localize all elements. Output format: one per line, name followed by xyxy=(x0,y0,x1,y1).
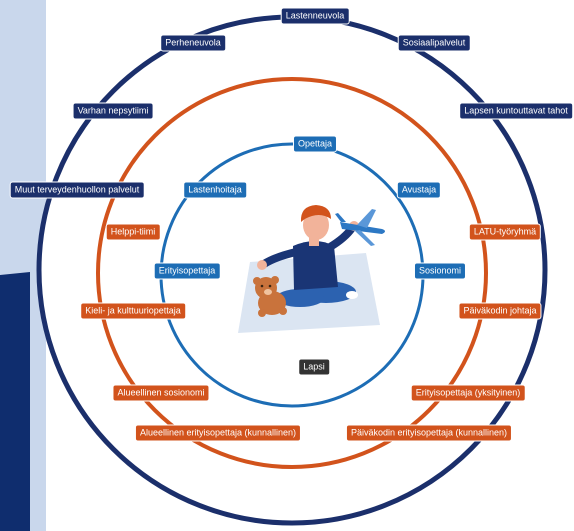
left-block xyxy=(0,272,30,531)
label-kieli-ja-kulttuuriopettaja: Kieli- ja kulttuuriopettaja xyxy=(80,302,186,320)
airplane-wing-top xyxy=(357,209,376,228)
label-erityisopettaja-yksityinen: Erityisopettaja (yksityinen) xyxy=(410,384,526,402)
airplane-tail xyxy=(335,213,346,222)
label-paivakodin-erityisopettaja-kunnallinen: Päiväkodin erityisopettaja (kunnallinen) xyxy=(345,424,513,442)
label-sosionomi: Sosionomi xyxy=(413,262,467,280)
teddy-eye-left xyxy=(260,284,264,288)
child-body xyxy=(293,241,338,290)
child-hair xyxy=(300,205,331,222)
label-lastenneuvola: Lastenneuvola xyxy=(280,7,350,25)
child-shoe xyxy=(346,291,358,299)
middle-ring xyxy=(96,77,488,469)
airplane-fuselage xyxy=(340,222,385,234)
teddy-bear-icon xyxy=(253,276,287,317)
label-lapsi: Lapsi xyxy=(298,358,330,376)
teddy-snout xyxy=(264,289,272,295)
label-muut-terveydenhuollon-palvelut: Muut terveydenhuollon palvelut xyxy=(9,181,145,199)
airplane-wing-bottom xyxy=(355,230,375,246)
label-paivakodin-johtaja: Päiväkodin johtaja xyxy=(458,302,542,320)
label-alueellinen-erityisopettaja-kunnallinen: Alueellinen erityisopettaja (kunnallinen… xyxy=(134,424,302,442)
label-avustaja: Avustaja xyxy=(396,181,442,199)
child-playing-with-airplane-icon xyxy=(238,205,385,333)
teddy-foot-right xyxy=(279,307,287,315)
label-lastenhoitaja: Lastenhoitaja xyxy=(183,181,247,199)
child-neck xyxy=(309,236,319,246)
label-erityisopettaja: Erityisopettaja xyxy=(153,262,221,280)
teddy-ear-right xyxy=(271,276,279,284)
child-legs-front xyxy=(276,289,324,307)
child-head xyxy=(303,210,329,240)
teddy-ear-left xyxy=(253,277,261,285)
label-helppi-tiimi: Helppi-tiimi xyxy=(105,223,161,241)
teddy-eye-right xyxy=(268,284,272,288)
teddy-foot-left xyxy=(258,309,266,317)
label-sosiaalipalvelut: Sosiaalipalvelut xyxy=(397,34,471,52)
label-opettaja: Opettaja xyxy=(292,135,338,153)
label-varhan-nepsytiimi: Varhan nepsytiimi xyxy=(72,102,154,120)
label-lapsen-kuntouttavat-tahot: Lapsen kuntouttavat tahot xyxy=(459,102,573,120)
label-latu-tyoryhma: LATU-työryhmä xyxy=(468,223,542,241)
toy-airplane-icon xyxy=(335,209,385,246)
label-perheneuvola: Perheneuvola xyxy=(160,34,226,52)
child-left-hand xyxy=(257,260,267,270)
label-alueellinen-sosionomi: Alueellinen sosionomi xyxy=(112,384,210,402)
